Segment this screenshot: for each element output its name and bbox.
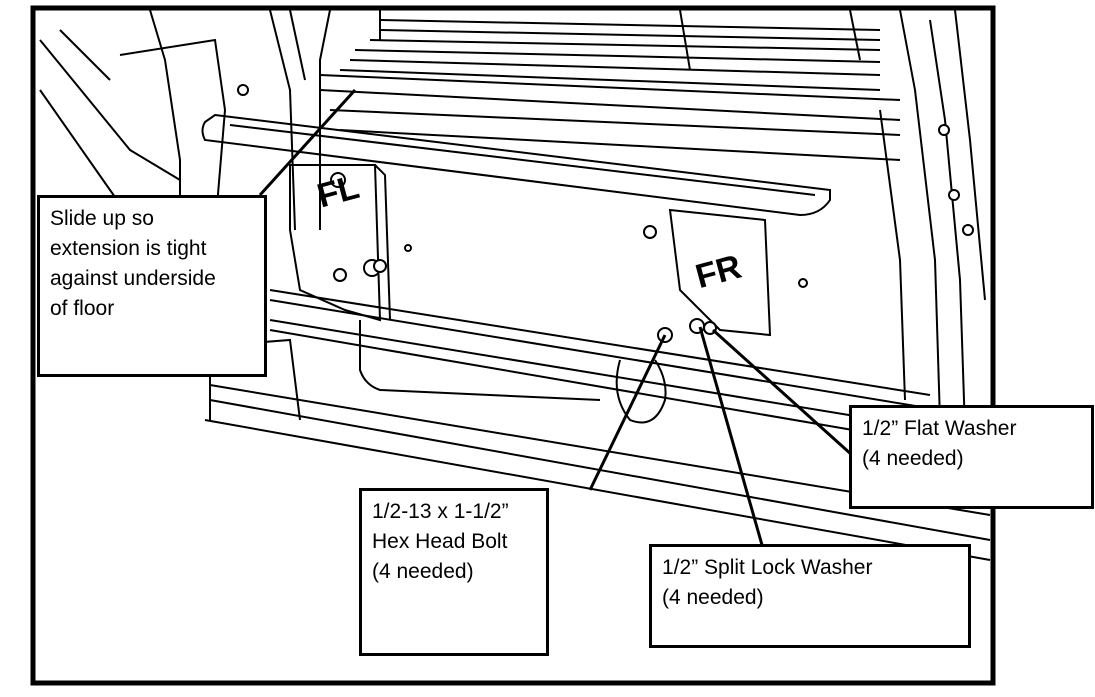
leader-slide-up: [258, 88, 357, 197]
hardware: [237, 84, 974, 343]
callout-line: of floor: [50, 297, 115, 320]
callout-line: against underside: [50, 267, 216, 290]
fr-marking: FR: [692, 248, 746, 296]
callout-line: 1/2-13 x 1-1/2”: [372, 500, 509, 523]
leader-split-lock: [698, 326, 764, 546]
callout-line: (4 needed): [372, 560, 474, 583]
diagram-frame: [30, 5, 996, 686]
leader-lines: [258, 88, 854, 546]
callout-slide-up: Slide up so extension is tight against u…: [37, 195, 267, 377]
callout-line: Slide up so: [50, 207, 154, 230]
callout-split-lock-washer: 1/2” Split Lock Washer (4 needed): [649, 544, 971, 648]
callout-line: 1/2” Flat Washer: [862, 417, 1017, 440]
callout-line: extension is tight: [50, 237, 207, 260]
callout-line: (4 needed): [662, 586, 764, 609]
callout-hex-bolt: 1/2-13 x 1-1/2” Hex Head Bolt (4 needed): [359, 488, 549, 656]
callout-line: (4 needed): [862, 447, 964, 470]
callout-line: Hex Head Bolt: [372, 530, 508, 553]
leader-hex-bolt: [588, 334, 667, 491]
callout-line: 1/2” Split Lock Washer: [662, 556, 873, 579]
callout-flat-washer: 1/2” Flat Washer (4 needed): [849, 405, 1094, 509]
leader-flat-washer: [711, 328, 854, 457]
